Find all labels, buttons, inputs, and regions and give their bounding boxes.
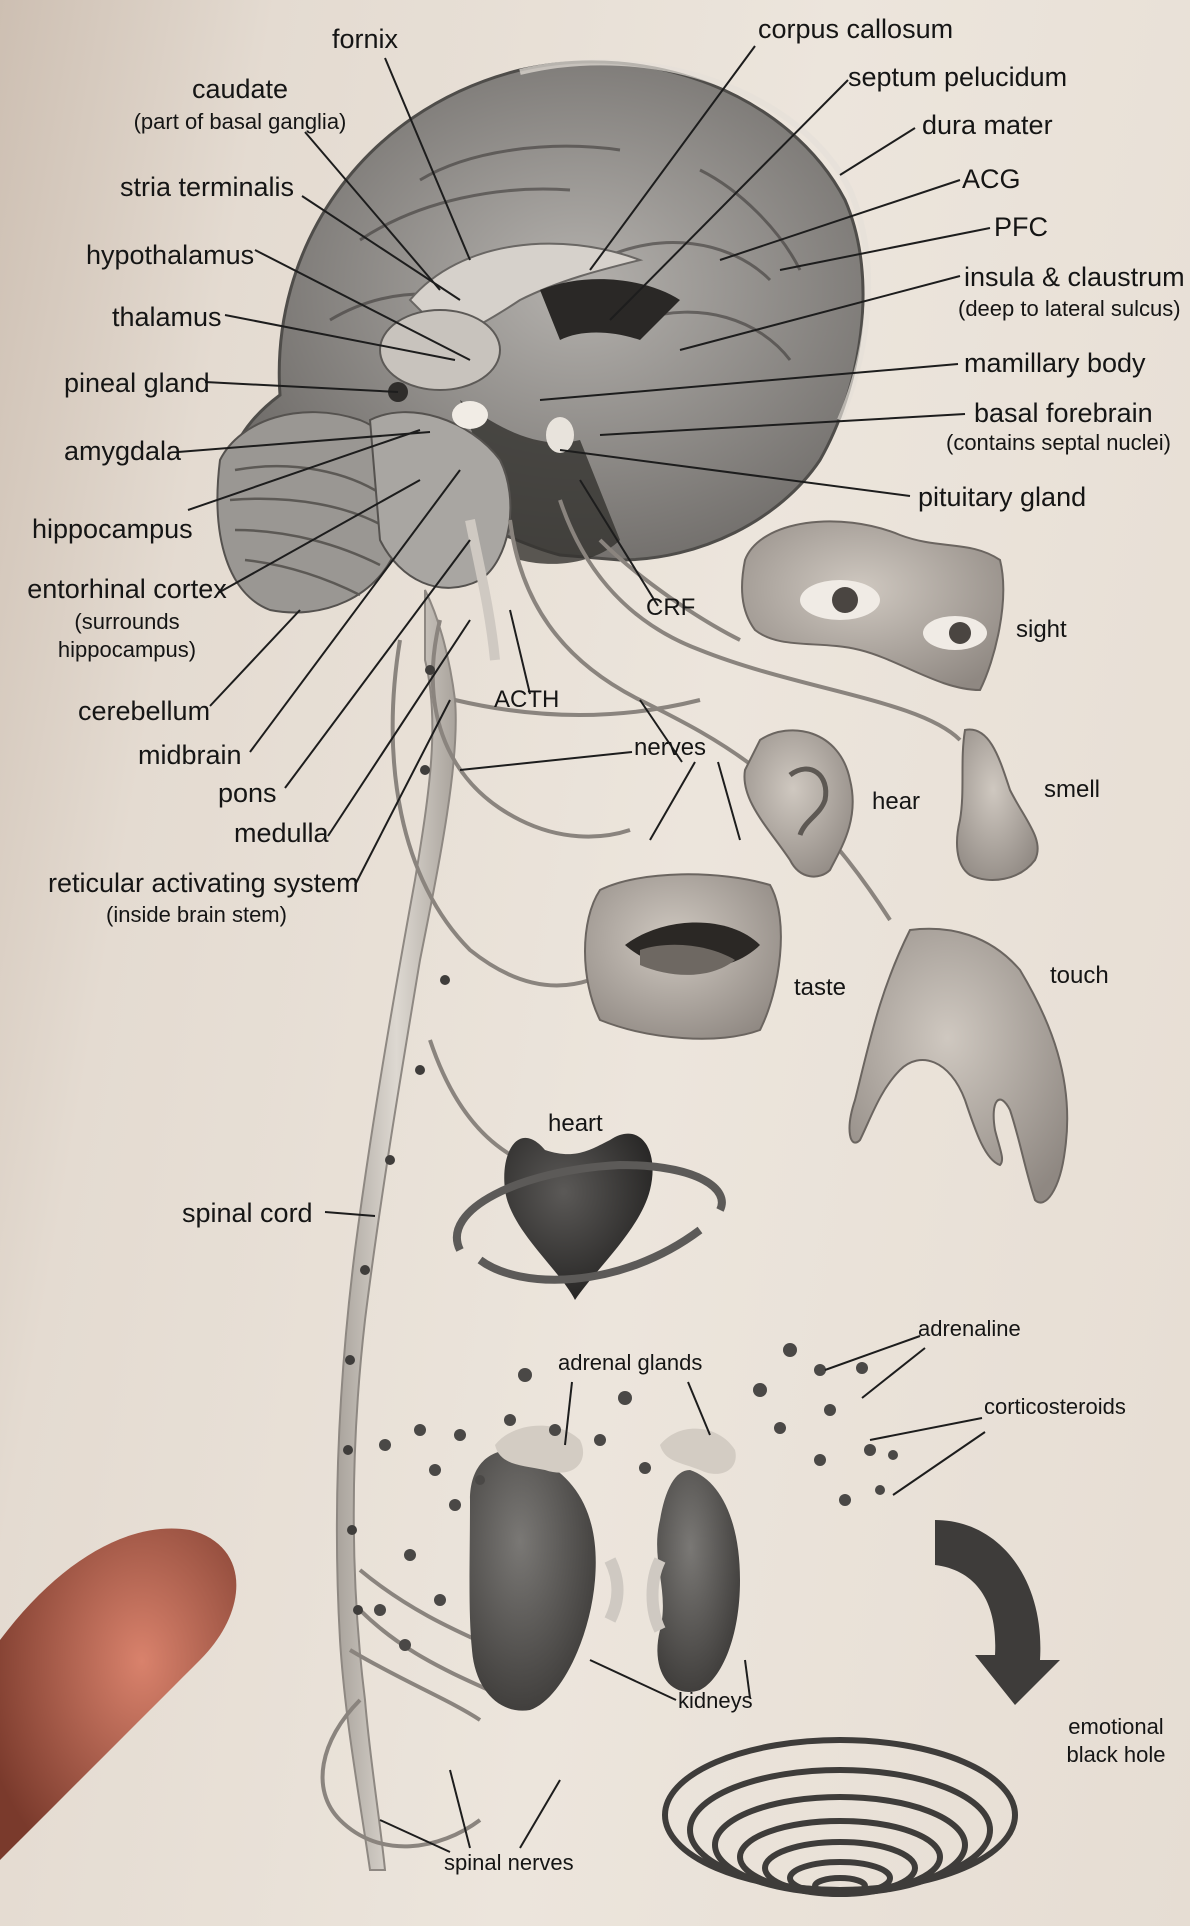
label-dura-mater: dura mater	[922, 112, 1053, 139]
label-touch: touch	[1050, 964, 1109, 988]
label-pfc: PFC	[994, 214, 1048, 241]
label-pineal-gland: pineal gland	[64, 370, 210, 397]
label-pons: pons	[218, 780, 277, 807]
label-hear: hear	[872, 790, 920, 814]
label-hippocampus: hippocampus	[32, 516, 193, 543]
label-crf: CRF	[646, 596, 695, 620]
label-nerves: nerves	[634, 736, 706, 760]
label-fornix: fornix	[332, 26, 398, 53]
hand-illustration	[850, 929, 1068, 1203]
label-heart: heart	[548, 1112, 603, 1136]
nose-illustration	[957, 730, 1038, 880]
label-adrenal-glands: adrenal glands	[558, 1352, 702, 1374]
label-thalamus: thalamus	[112, 304, 222, 331]
label-insula: insula & claustrum	[964, 264, 1185, 291]
label-corpus-callosum: corpus callosum	[758, 16, 953, 43]
label-caudate-note: (part of basal ganglia)	[134, 111, 347, 133]
heart-illustration	[457, 1134, 722, 1300]
spiral-illustration	[665, 1740, 1015, 1894]
label-taste: taste	[794, 976, 846, 1000]
label-ras: reticular activating system	[48, 870, 359, 897]
label-stria-terminalis: stria terminalis	[120, 174, 294, 201]
label-hypothalamus: hypothalamus	[86, 242, 254, 269]
finger	[0, 1528, 236, 1860]
curved-arrow	[935, 1520, 1060, 1705]
label-acth: ACTH	[494, 688, 559, 712]
label-spinal-cord: spinal cord	[182, 1200, 313, 1227]
label-smell: smell	[1044, 778, 1100, 802]
eyes-illustration	[742, 521, 1003, 690]
label-sight: sight	[1016, 618, 1067, 642]
label-kidneys: kidneys	[678, 1690, 753, 1712]
label-caudate-group: caudate (part of basal ganglia)	[120, 76, 360, 133]
label-adrenaline: adrenaline	[918, 1318, 1021, 1340]
label-septum-pelucidum: septum pelucidum	[848, 64, 1067, 91]
label-ras-note: (inside brain stem)	[106, 904, 287, 926]
label-caudate: caudate	[192, 76, 288, 103]
label-entorhinal-note-2: hippocampus)	[58, 639, 196, 661]
label-basal-forebrain-note: (contains septal nuclei)	[946, 432, 1171, 454]
label-emotional: emotional	[1068, 1716, 1163, 1738]
label-acg: ACG	[962, 166, 1021, 193]
label-entorhinal-cortex: entorhinal cortex	[27, 576, 227, 603]
label-spinal-nerves: spinal nerves	[444, 1852, 574, 1874]
label-corticosteroids: corticosteroids	[984, 1396, 1126, 1418]
label-mamillary-body: mamillary body	[964, 350, 1146, 377]
label-medulla: medulla	[234, 820, 329, 847]
label-pituitary-gland: pituitary gland	[918, 484, 1086, 511]
label-cerebellum: cerebellum	[78, 698, 210, 725]
label-black-hole: black hole	[1066, 1744, 1165, 1766]
label-entorhinal-group: entorhinal cortex (surrounds hippocampus…	[22, 576, 232, 661]
label-amygdala: amygdala	[64, 438, 181, 465]
label-insula-note: (deep to lateral sulcus)	[958, 298, 1181, 320]
ear-illustration	[744, 730, 852, 876]
label-midbrain: midbrain	[138, 742, 242, 769]
label-basal-forebrain: basal forebrain	[974, 400, 1153, 427]
mouth-illustration	[585, 874, 781, 1038]
hormone-dots	[374, 1343, 898, 1651]
label-emotional-black-hole: emotional black hole	[1054, 1716, 1178, 1766]
label-entorhinal-note-1: (surrounds	[74, 611, 179, 633]
